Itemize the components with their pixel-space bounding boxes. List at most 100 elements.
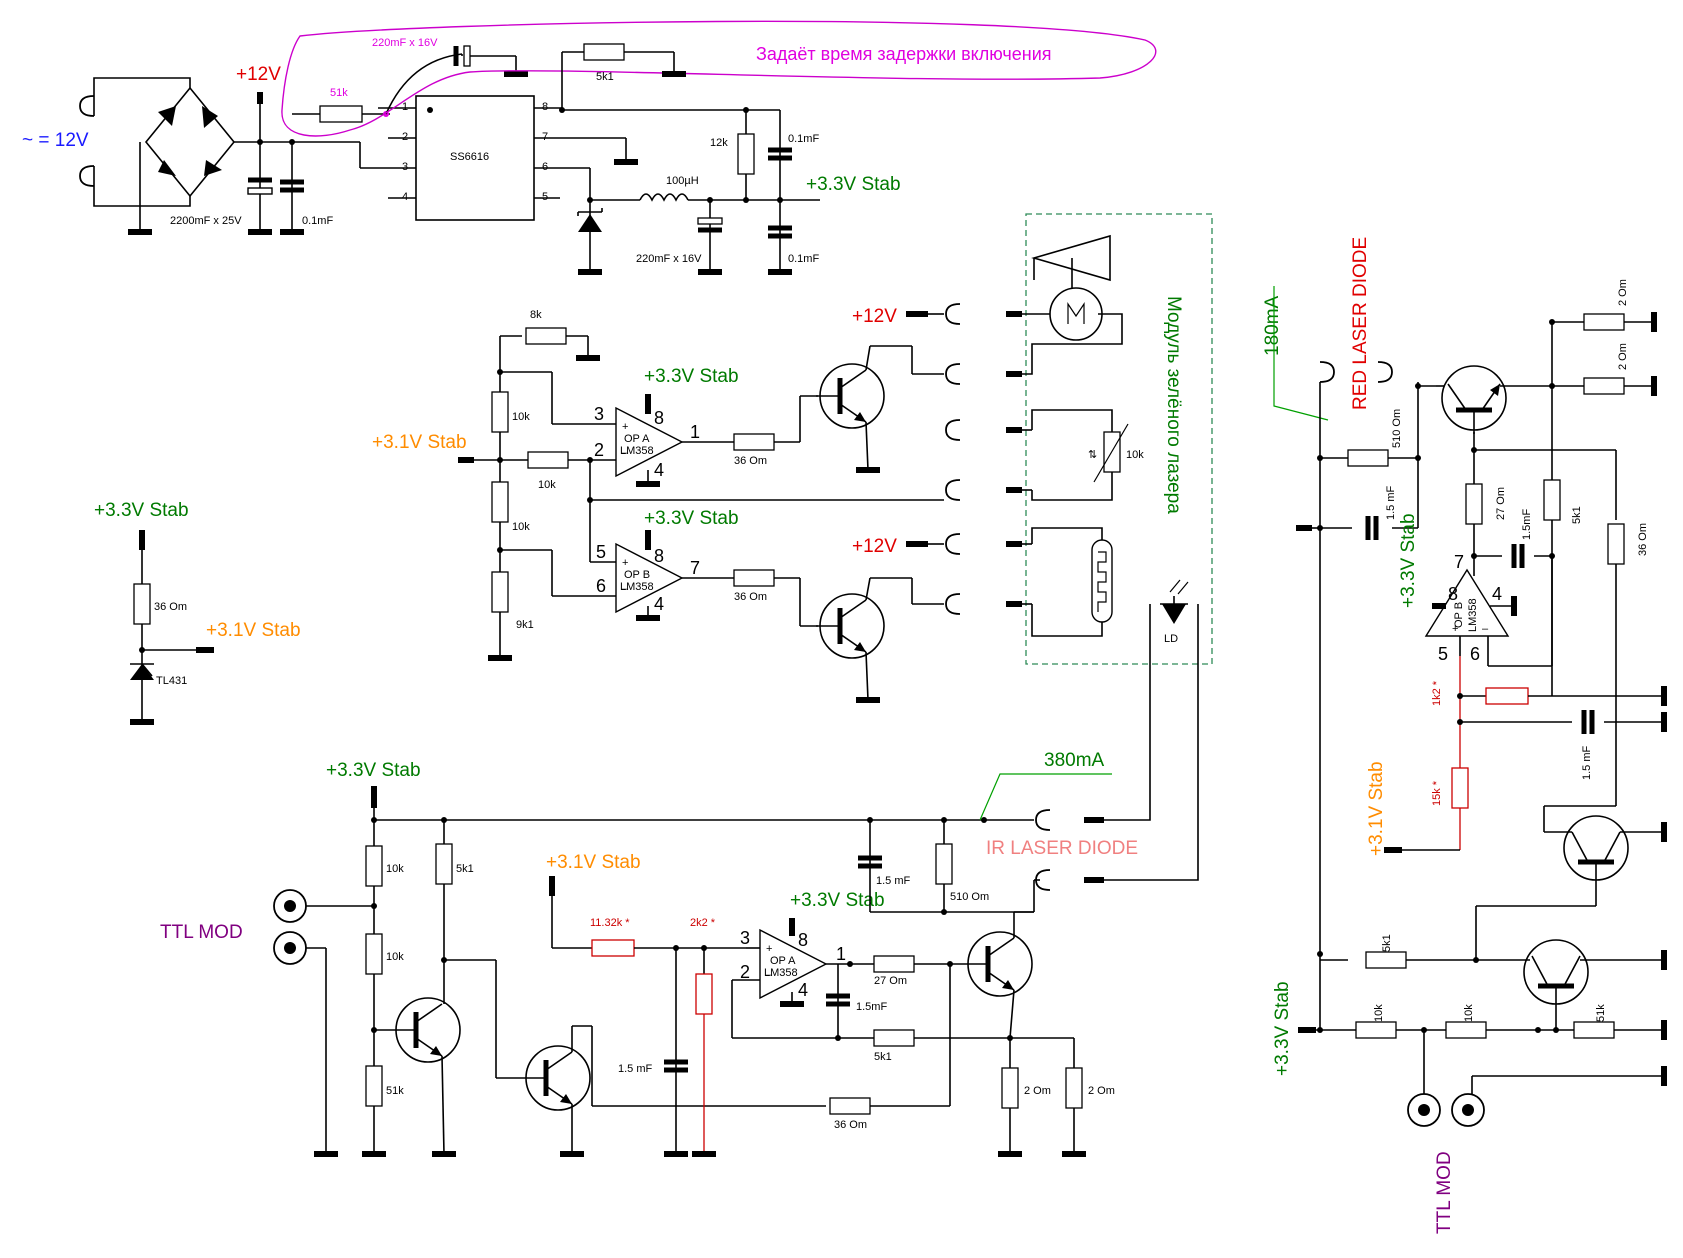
svg-text:3: 3	[402, 161, 408, 173]
delay-note: Задаёт время задержки включения	[756, 44, 1052, 64]
svg-text:10k: 10k	[538, 479, 556, 491]
svg-text:LM358: LM358	[764, 967, 798, 979]
svg-text:LM358: LM358	[1467, 598, 1479, 632]
svg-text:2k2 *: 2k2 *	[690, 917, 716, 929]
svg-text:4: 4	[1492, 584, 1502, 604]
svg-text:+3.3V Stab: +3.3V Stab	[806, 174, 901, 195]
red-laser-label: RED LASER DIODE	[1350, 237, 1371, 410]
svg-text:1.5 mF: 1.5 mF	[876, 875, 911, 887]
svg-text:2 Om: 2 Om	[1088, 1085, 1115, 1097]
svg-text:10k: 10k	[386, 951, 404, 963]
svg-text:+3.3V Stab: +3.3V Stab	[1272, 981, 1293, 1076]
svg-text:2 Om: 2 Om	[1617, 343, 1629, 370]
svg-text:10k: 10k	[1126, 449, 1144, 461]
svg-text:5k1: 5k1	[596, 71, 614, 83]
ss6616-chip	[415, 95, 535, 221]
ac-jack-bottom[interactable]	[79, 165, 95, 187]
svg-text:+3.3V Stab: +3.3V Stab	[94, 500, 189, 521]
svg-text:OP A: OP A	[624, 433, 650, 445]
svg-text:4: 4	[798, 980, 808, 1000]
svg-text:510 Om: 510 Om	[950, 891, 989, 903]
svg-text:+3.1V Stab: +3.1V Stab	[372, 432, 467, 453]
svg-text:1.5 mF: 1.5 mF	[1385, 485, 1397, 520]
svg-text:100µH: 100µH	[666, 175, 699, 187]
svg-text:+12V: +12V	[852, 536, 897, 557]
heater-icon	[1091, 539, 1113, 623]
svg-text:1.5mF: 1.5mF	[1521, 509, 1533, 540]
svg-text:2: 2	[594, 440, 604, 460]
svg-text:LD: LD	[1164, 633, 1178, 645]
svg-text:+3.1V Stab: +3.1V Stab	[546, 852, 641, 873]
svg-text:51k: 51k	[386, 1085, 404, 1097]
plus12-top-label: +12V	[236, 64, 281, 85]
svg-text:220mF x 16V: 220mF x 16V	[372, 37, 438, 49]
svg-text:4: 4	[654, 460, 664, 480]
svg-text:8: 8	[654, 546, 664, 566]
svg-text:36 Om: 36 Om	[734, 591, 767, 603]
svg-text:180mA: 180mA	[1262, 295, 1283, 356]
svg-text:+3.1V Stab: +3.1V Stab	[1366, 761, 1387, 856]
laser-diode-icon	[1162, 604, 1186, 624]
svg-text:⇅: ⇅	[1088, 449, 1097, 461]
svg-text:0.1mF: 0.1mF	[302, 215, 333, 227]
svg-text:+: +	[766, 943, 772, 955]
green-driver: +3.1V Stab 8k 10k 10k 9k1 10k + – OP A L…	[372, 303, 961, 700]
svg-text:5k1: 5k1	[1381, 934, 1393, 952]
svg-text:LM358: LM358	[620, 445, 654, 457]
svg-text:1: 1	[690, 422, 700, 442]
svg-text:10k: 10k	[1373, 1004, 1385, 1022]
svg-text:1: 1	[402, 101, 408, 113]
svg-text:TL431: TL431	[156, 675, 187, 687]
ir-laser-label: IR LASER DIODE	[986, 838, 1138, 859]
svg-text:LM358: LM358	[620, 581, 654, 593]
svg-text:1.5mF: 1.5mF	[856, 1001, 887, 1013]
svg-text:51k: 51k	[330, 87, 348, 99]
svg-text:3: 3	[740, 928, 750, 948]
svg-text:6: 6	[542, 161, 548, 173]
svg-text:10k: 10k	[512, 411, 530, 423]
svg-text:+3.3V Stab: +3.3V Stab	[644, 508, 739, 529]
svg-text:–: –	[622, 583, 629, 595]
delay-highlight	[281, 20, 1157, 137]
ac-jack-top[interactable]	[79, 95, 95, 117]
svg-text:8: 8	[1448, 584, 1458, 604]
svg-text:2: 2	[740, 962, 750, 982]
ttl-mod-right-jack-2[interactable]	[1451, 1093, 1485, 1127]
ttl-mod-right-label: TTL MOD	[1434, 1151, 1455, 1234]
svg-text:6: 6	[596, 576, 606, 596]
red-laser-driver: RED LASER DIODE 180mA 510 Om 1.5 mF +3.3…	[1262, 237, 1667, 1234]
green-module-label: Модуль зелёного лазера	[1163, 296, 1184, 514]
svg-text:–: –	[766, 969, 773, 981]
ac-input-label: ~ = 12V	[22, 130, 89, 151]
svg-text:–: –	[622, 447, 629, 459]
svg-text:510 Om: 510 Om	[1391, 409, 1403, 448]
svg-text:+12V: +12V	[852, 306, 897, 327]
svg-text:5k1: 5k1	[874, 1051, 892, 1063]
svg-text:7: 7	[690, 558, 700, 578]
svg-text:36 Om: 36 Om	[834, 1119, 867, 1131]
svg-text:7: 7	[542, 131, 548, 143]
svg-text:8: 8	[542, 101, 548, 113]
svg-text:15k *: 15k *	[1431, 780, 1443, 806]
tl431-reference: +3.3V Stab 36 Om +3.1V Stab TL431	[94, 500, 301, 722]
svg-text:5k1: 5k1	[456, 863, 474, 875]
svg-text:1.5 mF: 1.5 mF	[1581, 745, 1593, 780]
svg-text:2200mF x 25V: 2200mF x 25V	[170, 215, 242, 227]
svg-text:+3.3V Stab: +3.3V Stab	[1398, 513, 1419, 608]
svg-text:1: 1	[836, 944, 846, 964]
svg-text:4: 4	[654, 594, 664, 614]
svg-text:27 Om: 27 Om	[1495, 487, 1507, 520]
svg-text:4: 4	[402, 191, 408, 203]
svg-text:1k2 *: 1k2 *	[1431, 680, 1443, 706]
svg-text:2 Om: 2 Om	[1024, 1085, 1051, 1097]
svg-text:+3.1V Stab: +3.1V Stab	[206, 620, 301, 641]
motor-icon	[1049, 287, 1103, 341]
svg-text:+3.3V Stab: +3.3V Stab	[644, 366, 739, 387]
svg-text:9k1: 9k1	[516, 619, 534, 631]
svg-text:+3.3V Stab: +3.3V Stab	[790, 890, 885, 911]
ttl-mod-right-jack-1[interactable]	[1407, 1093, 1441, 1127]
svg-text:5: 5	[1438, 644, 1448, 664]
svg-text:11.32k *: 11.32k *	[590, 917, 630, 929]
svg-text:5: 5	[542, 191, 548, 203]
